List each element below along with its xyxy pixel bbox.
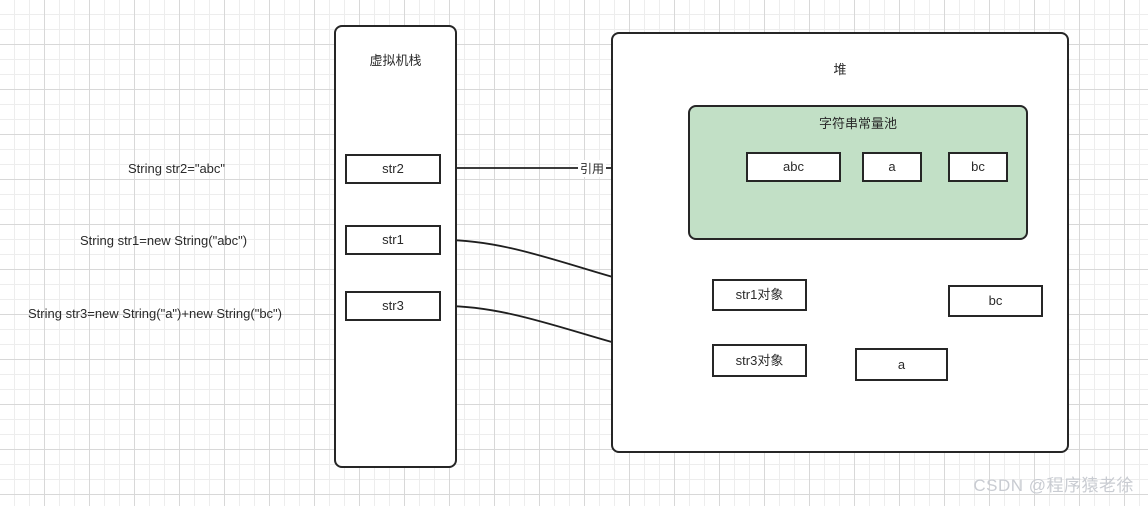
heap-object-str3-label: str3对象 (735, 352, 784, 368)
heap-title: 堆 (833, 62, 847, 77)
pool-entry-bc[interactable]: bc (948, 152, 1008, 182)
code-label-str2: String str2="abc" (128, 161, 226, 176)
pool-entry-a-label: a (888, 159, 896, 175)
pool-entry-abc[interactable]: abc (746, 152, 841, 182)
heap-object-bc[interactable]: bc (948, 285, 1043, 317)
stack-frame-str2[interactable]: str2 (345, 154, 441, 184)
pool-entry-bc-label: bc (971, 159, 985, 175)
stack-frame-str1[interactable]: str1 (345, 225, 441, 255)
heap-object-str1-label: str1对象 (735, 287, 784, 303)
code-label-str3: String str3=new String("a")+new String("… (28, 306, 283, 321)
pool-entry-a[interactable]: a (862, 152, 922, 182)
edge-label-reference: 引用 (578, 160, 607, 177)
heap-object-bc-label: bc (988, 293, 1003, 309)
watermark: CSDN @程序猿老徐 (973, 476, 1134, 495)
heap-region (611, 32, 1069, 453)
stack-frame-str3-label: str3 (382, 298, 404, 314)
heap-object-str1[interactable]: str1对象 (712, 279, 807, 311)
string-constant-pool-title: 字符串常量池 (818, 116, 897, 131)
heap-object-a[interactable]: a (855, 348, 948, 381)
stack-frame-str2-label: str2 (382, 161, 404, 177)
vm-stack-title: 虚拟机栈 (369, 53, 422, 68)
code-label-str1: String str1=new String("abc") (80, 233, 248, 248)
stack-frame-str3[interactable]: str3 (345, 291, 441, 321)
stack-frame-str1-label: str1 (382, 232, 404, 248)
heap-object-a-label: a (897, 356, 906, 372)
heap-object-str3[interactable]: str3对象 (712, 344, 807, 377)
pool-entry-abc-label: abc (783, 159, 804, 175)
